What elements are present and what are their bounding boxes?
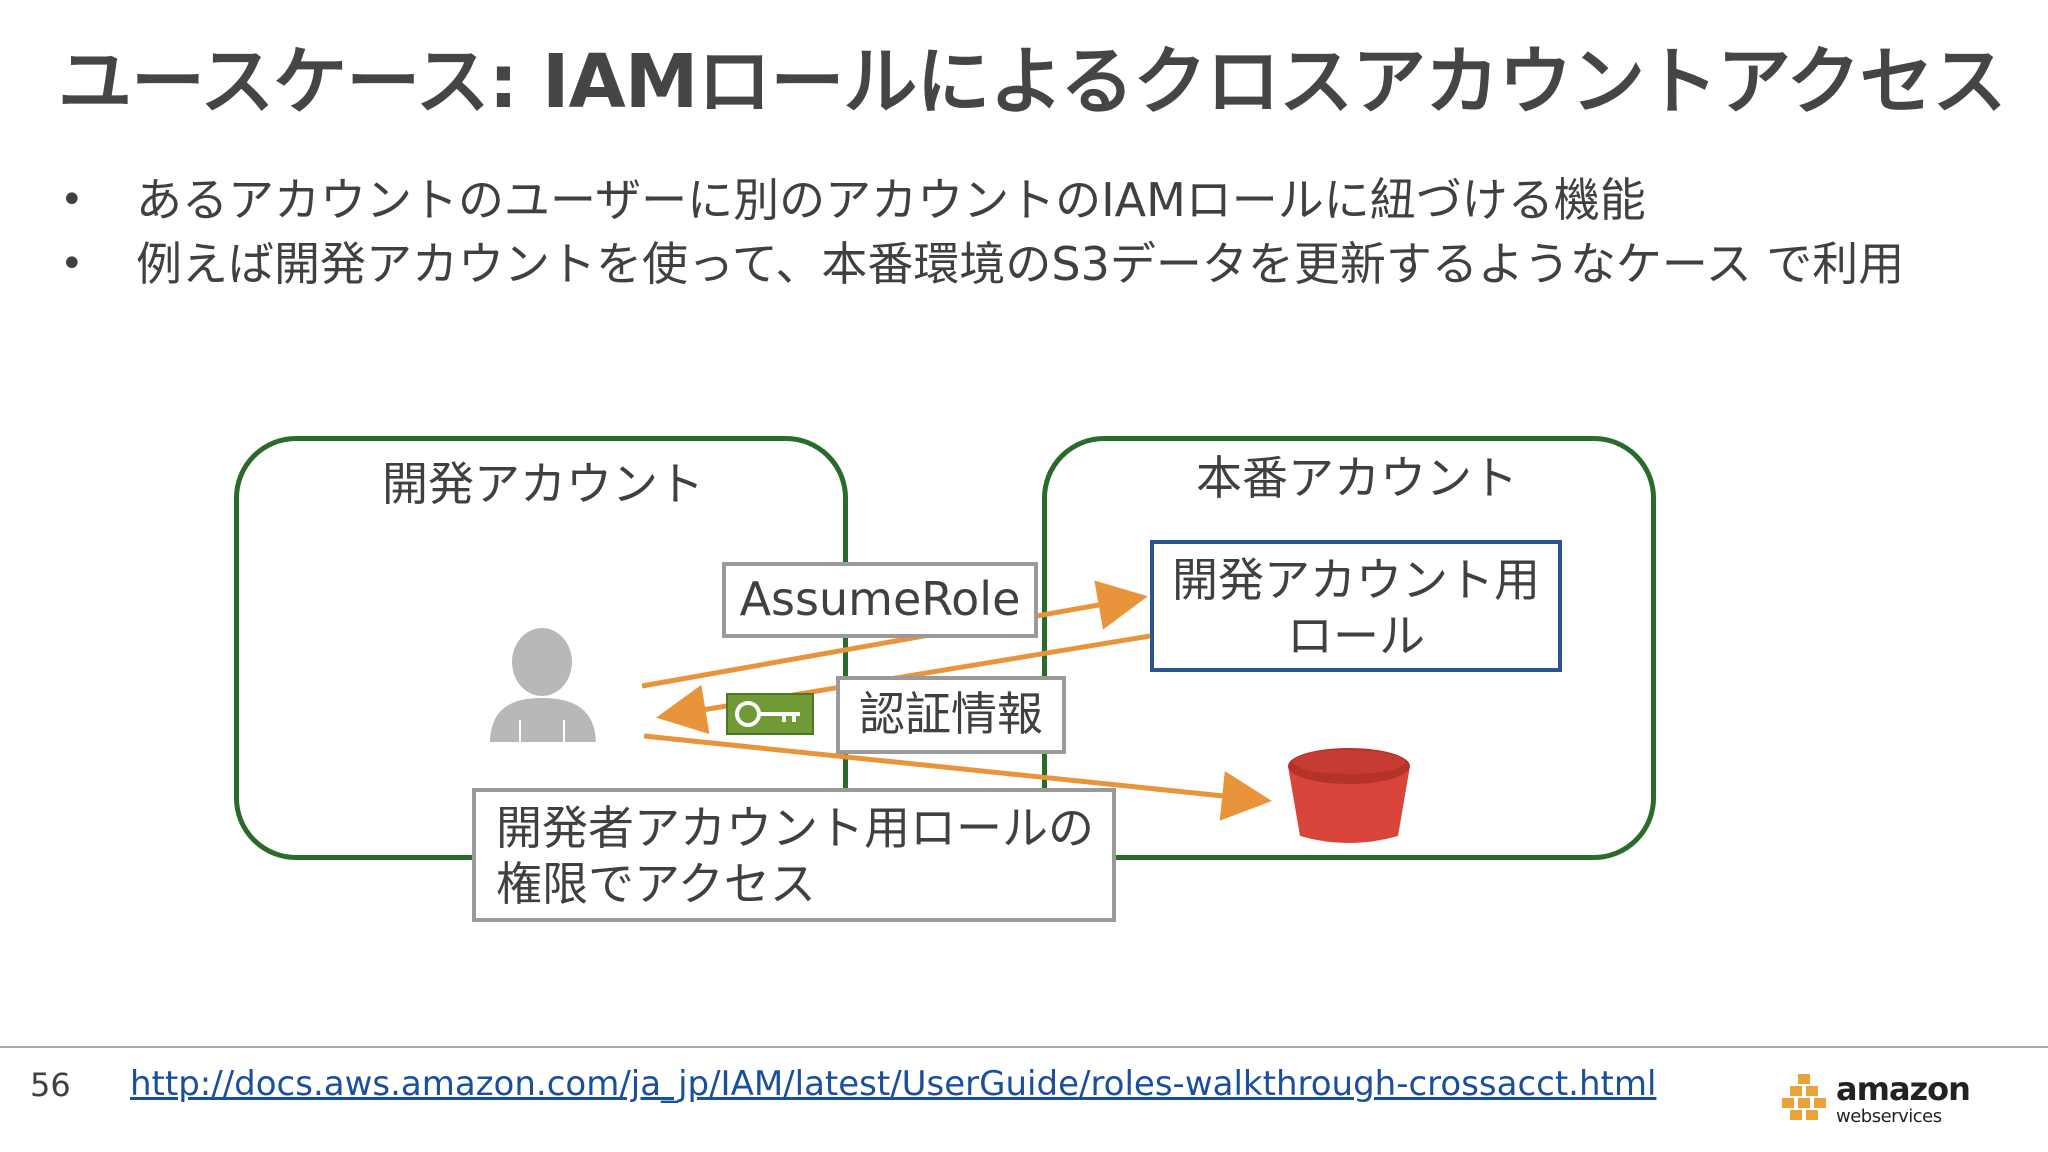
- bullet-marker: •: [60, 177, 84, 223]
- access-label-line2: 権限でアクセス: [496, 857, 816, 911]
- access-arrow: [643, 733, 1272, 821]
- aws-logo-word: amazon: [1836, 1070, 1971, 1108]
- role-label-line1: 開発アカウント用: [1172, 553, 1540, 607]
- bullet-item: • あるアカウントのユーザーに別のアカウントのIAMロールに紐づける機能: [60, 168, 1960, 232]
- aws-logo-cubes-icon: [1782, 1074, 1826, 1120]
- access-label-box: 開発者アカウント用ロールの 権限でアクセス: [472, 788, 1116, 922]
- aws-logo: amazon webservices: [1782, 1068, 1971, 1132]
- access-label-line1: 開発者アカウント用ロールの: [496, 801, 1094, 855]
- prod-account-label: 本番アカウント: [1196, 451, 1518, 505]
- bullet-item: • 例えば開発アカウントを使って、本番環境のS3データを更新するようなケース で…: [60, 232, 1960, 296]
- aws-logo-sub: webservices: [1836, 1106, 1942, 1127]
- dev-account-label: 開発アカウント: [382, 457, 704, 511]
- user-icon: [490, 628, 596, 744]
- footer-divider: [0, 1046, 2048, 1048]
- bullet-marker: •: [60, 241, 84, 287]
- slide-title: ユースケース: IAMロールによるクロスアカウントアクセス: [58, 39, 2006, 125]
- page-number: 56: [30, 1066, 71, 1104]
- credentials-label-box: 認証情報: [836, 676, 1066, 754]
- documentation-link[interactable]: http://docs.aws.amazon.com/ja_jp/IAM/lat…: [130, 1064, 1657, 1104]
- dev-account-role-box: 開発アカウント用 ロール: [1150, 540, 1562, 672]
- key-icon: [726, 693, 814, 735]
- credentials-label: 認証情報: [859, 687, 1043, 741]
- bullet-list: • あるアカウントのユーザーに別のアカウントのIAMロールに紐づける機能 • 例…: [60, 168, 1960, 296]
- bullet-text: あるアカウントのユーザーに別のアカウントのIAMロールに紐づける機能: [136, 173, 1646, 227]
- bullet-text: 例えば開発アカウントを使って、本番環境のS3データを更新するようなケース で利用: [136, 237, 1905, 291]
- assume-role-arrow: [641, 580, 1148, 689]
- s3-bucket-icon: [1288, 748, 1410, 843]
- assume-role-label-box: AssumeRole: [722, 562, 1038, 638]
- role-label-line2: ロール: [1287, 609, 1425, 663]
- assume-role-label: AssumeRole: [739, 572, 1021, 626]
